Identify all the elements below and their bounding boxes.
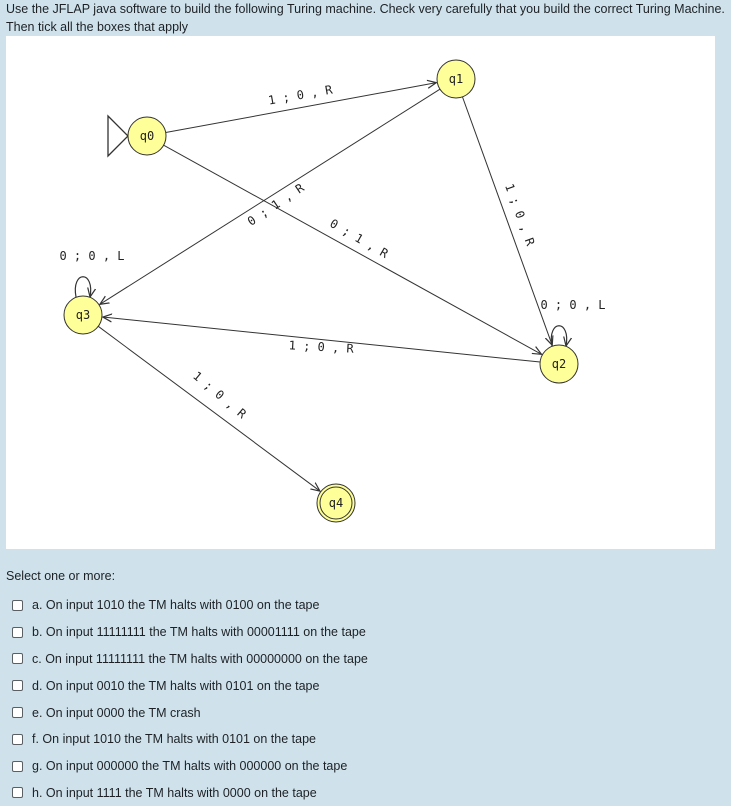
option-f-checkbox[interactable] bbox=[12, 733, 23, 745]
question-line-1: Use the JFLAP java software to build the… bbox=[6, 2, 725, 16]
edge-q1-q2 bbox=[461, 96, 552, 345]
state-label-q4: q4 bbox=[329, 496, 343, 510]
state-q4: q4 bbox=[316, 483, 356, 523]
transition-label-q3-q3: 0 ; 0 , L bbox=[59, 249, 124, 263]
option-e-label: e. On input 0000 the TM crash bbox=[32, 705, 201, 720]
transition-label-q3-q4: 1 ; 0 , R bbox=[190, 369, 249, 422]
state-q2: q2 bbox=[539, 344, 579, 384]
edge-q1-q3 bbox=[100, 88, 441, 304]
state-q1: q1 bbox=[436, 59, 476, 99]
edge-q0-q1 bbox=[165, 83, 437, 134]
option-b-checkbox[interactable] bbox=[12, 626, 23, 638]
state-q0: q0 bbox=[127, 116, 167, 156]
state-q3: q3 bbox=[63, 295, 103, 335]
diagram-canvas: 1 ; 0 , R 0 ; 1 , R 0 ; 1 , R 1 ; 0 , R 0 ; … bbox=[59, 59, 606, 523]
state-label-q3: q3 bbox=[76, 308, 90, 322]
edge-q2-q3 bbox=[103, 317, 541, 363]
option-c-label: c. On input 11111111 the TM halts with 0… bbox=[32, 651, 368, 666]
transition-label-q0-q2: 0 ; 1 , R bbox=[327, 216, 391, 261]
option-h-label: h. On input 1111 the TM halts with 0000 … bbox=[32, 785, 317, 800]
self-loop-q3 bbox=[74, 276, 90, 297]
initial-state-marker bbox=[107, 114, 129, 158]
option-f-label: f. On input 1010 the TM halts with 0101 … bbox=[32, 732, 316, 747]
question-text: Use the JFLAP java software to build the… bbox=[6, 0, 726, 36]
option-g[interactable]: g. On input 000000 the TM halts with 000… bbox=[12, 753, 368, 780]
transition-label-q1-q3: 0 ; 1 , R bbox=[245, 180, 307, 228]
option-d-label: d. On input 0010 the TM halts with 0101 … bbox=[32, 678, 320, 693]
state-label-q1: q1 bbox=[449, 72, 463, 86]
edge-q3-q4 bbox=[97, 325, 320, 491]
transition-label-q2-q2: 0 ; 0 , L bbox=[540, 298, 605, 312]
option-a[interactable]: a. On input 1010 the TM halts with 0100 … bbox=[12, 592, 368, 619]
option-c[interactable]: c. On input 11111111 the TM halts with 0… bbox=[12, 646, 368, 673]
option-b-label: b. On input 11111111 the TM halts with 0… bbox=[32, 625, 366, 640]
option-h[interactable]: h. On input 1111 the TM halts with 0000 … bbox=[12, 780, 368, 806]
option-c-checkbox[interactable] bbox=[12, 653, 23, 665]
option-d-checkbox[interactable] bbox=[12, 680, 23, 692]
options-list: a. On input 1010 the TM halts with 0100 … bbox=[12, 592, 368, 806]
select-prompt: Select one or more: bbox=[6, 569, 116, 583]
option-e[interactable]: e. On input 0000 the TM crash bbox=[12, 699, 368, 726]
question-line-2: Then tick all the boxes that apply bbox=[6, 20, 189, 34]
option-g-label: g. On input 000000 the TM halts with 000… bbox=[32, 759, 348, 774]
turing-machine-diagram: 1 ; 0 , R 0 ; 1 , R 0 ; 1 , R 1 ; 0 , R 0 ; … bbox=[6, 36, 715, 549]
transition-label-q2-q3: 1 ; 0 , R bbox=[288, 338, 354, 355]
state-label-q0: q0 bbox=[140, 129, 154, 143]
edge-q0-q2 bbox=[163, 144, 542, 354]
transition-label-q1-q2: 1 ; 0 , R bbox=[502, 182, 538, 249]
option-g-checkbox[interactable] bbox=[12, 760, 23, 772]
state-label-q2: q2 bbox=[552, 357, 566, 371]
option-h-checkbox[interactable] bbox=[12, 787, 23, 799]
option-a-label: a. On input 1010 the TM halts with 0100 … bbox=[32, 598, 320, 613]
option-e-checkbox[interactable] bbox=[12, 707, 23, 719]
option-d[interactable]: d. On input 0010 the TM halts with 0101 … bbox=[12, 672, 368, 699]
option-b[interactable]: b. On input 11111111 the TM halts with 0… bbox=[12, 619, 368, 646]
self-loop-q2 bbox=[550, 325, 566, 346]
option-f[interactable]: f. On input 1010 the TM halts with 0101 … bbox=[12, 726, 368, 753]
option-a-checkbox[interactable] bbox=[12, 599, 23, 611]
state-nodes: q0 q1 q2 q3 q4 bbox=[63, 59, 579, 523]
